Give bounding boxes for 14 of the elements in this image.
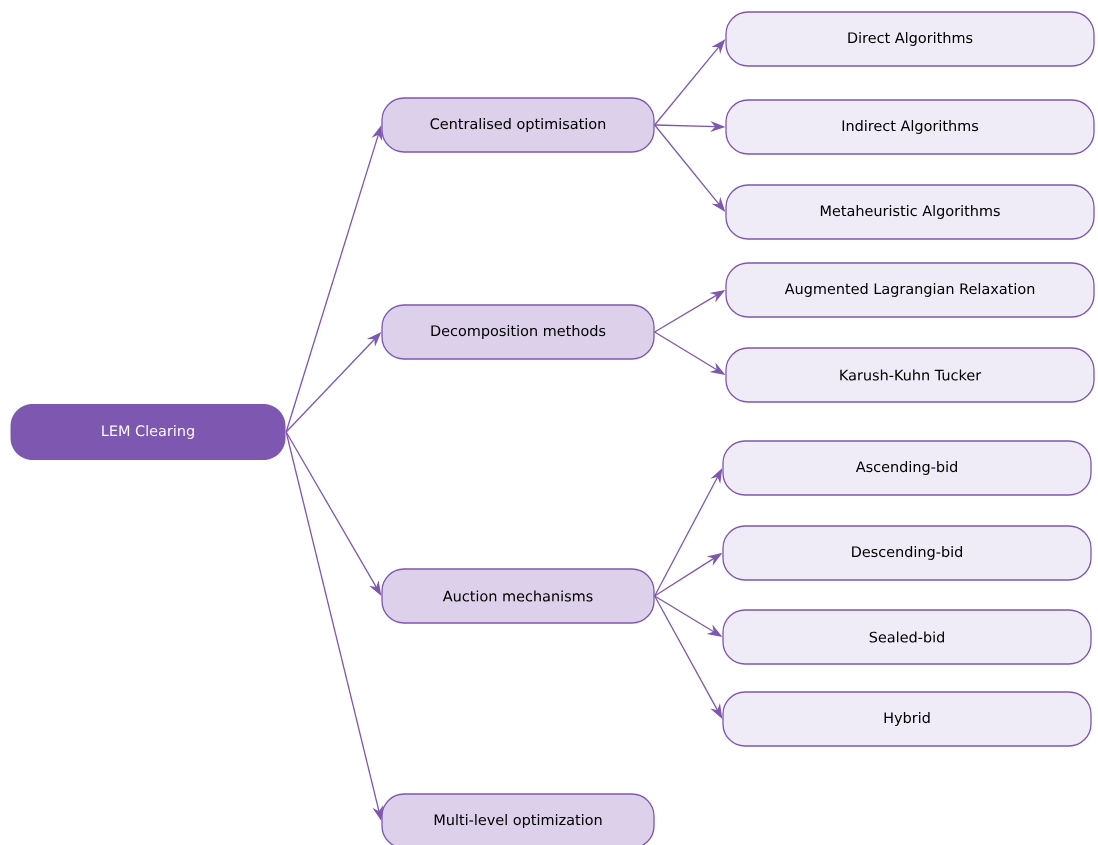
- method-box: Direct Algorithms: [725, 11, 1095, 67]
- method-box: Sealed-bid: [722, 609, 1092, 665]
- method-box: Karush-Kuhn Tucker: [725, 347, 1095, 403]
- method-box: Augmented Lagrangian Relaxation: [725, 262, 1095, 318]
- method-box: Metaheuristic Algorithms: [725, 184, 1095, 240]
- category-box: Centralised optimisation: [381, 97, 655, 153]
- method-box: Descending-bid: [722, 525, 1092, 581]
- method-box: Ascending-bid: [722, 440, 1092, 496]
- method-box: Hybrid: [722, 691, 1092, 747]
- method-box: Indirect Algorithms: [725, 99, 1095, 155]
- category-box: Multi-level optimization: [381, 793, 655, 845]
- category-box: Auction mechanisms: [381, 568, 655, 624]
- category-box: Decomposition methods: [381, 304, 655, 360]
- root-box: LEM Clearing: [10, 404, 286, 460]
